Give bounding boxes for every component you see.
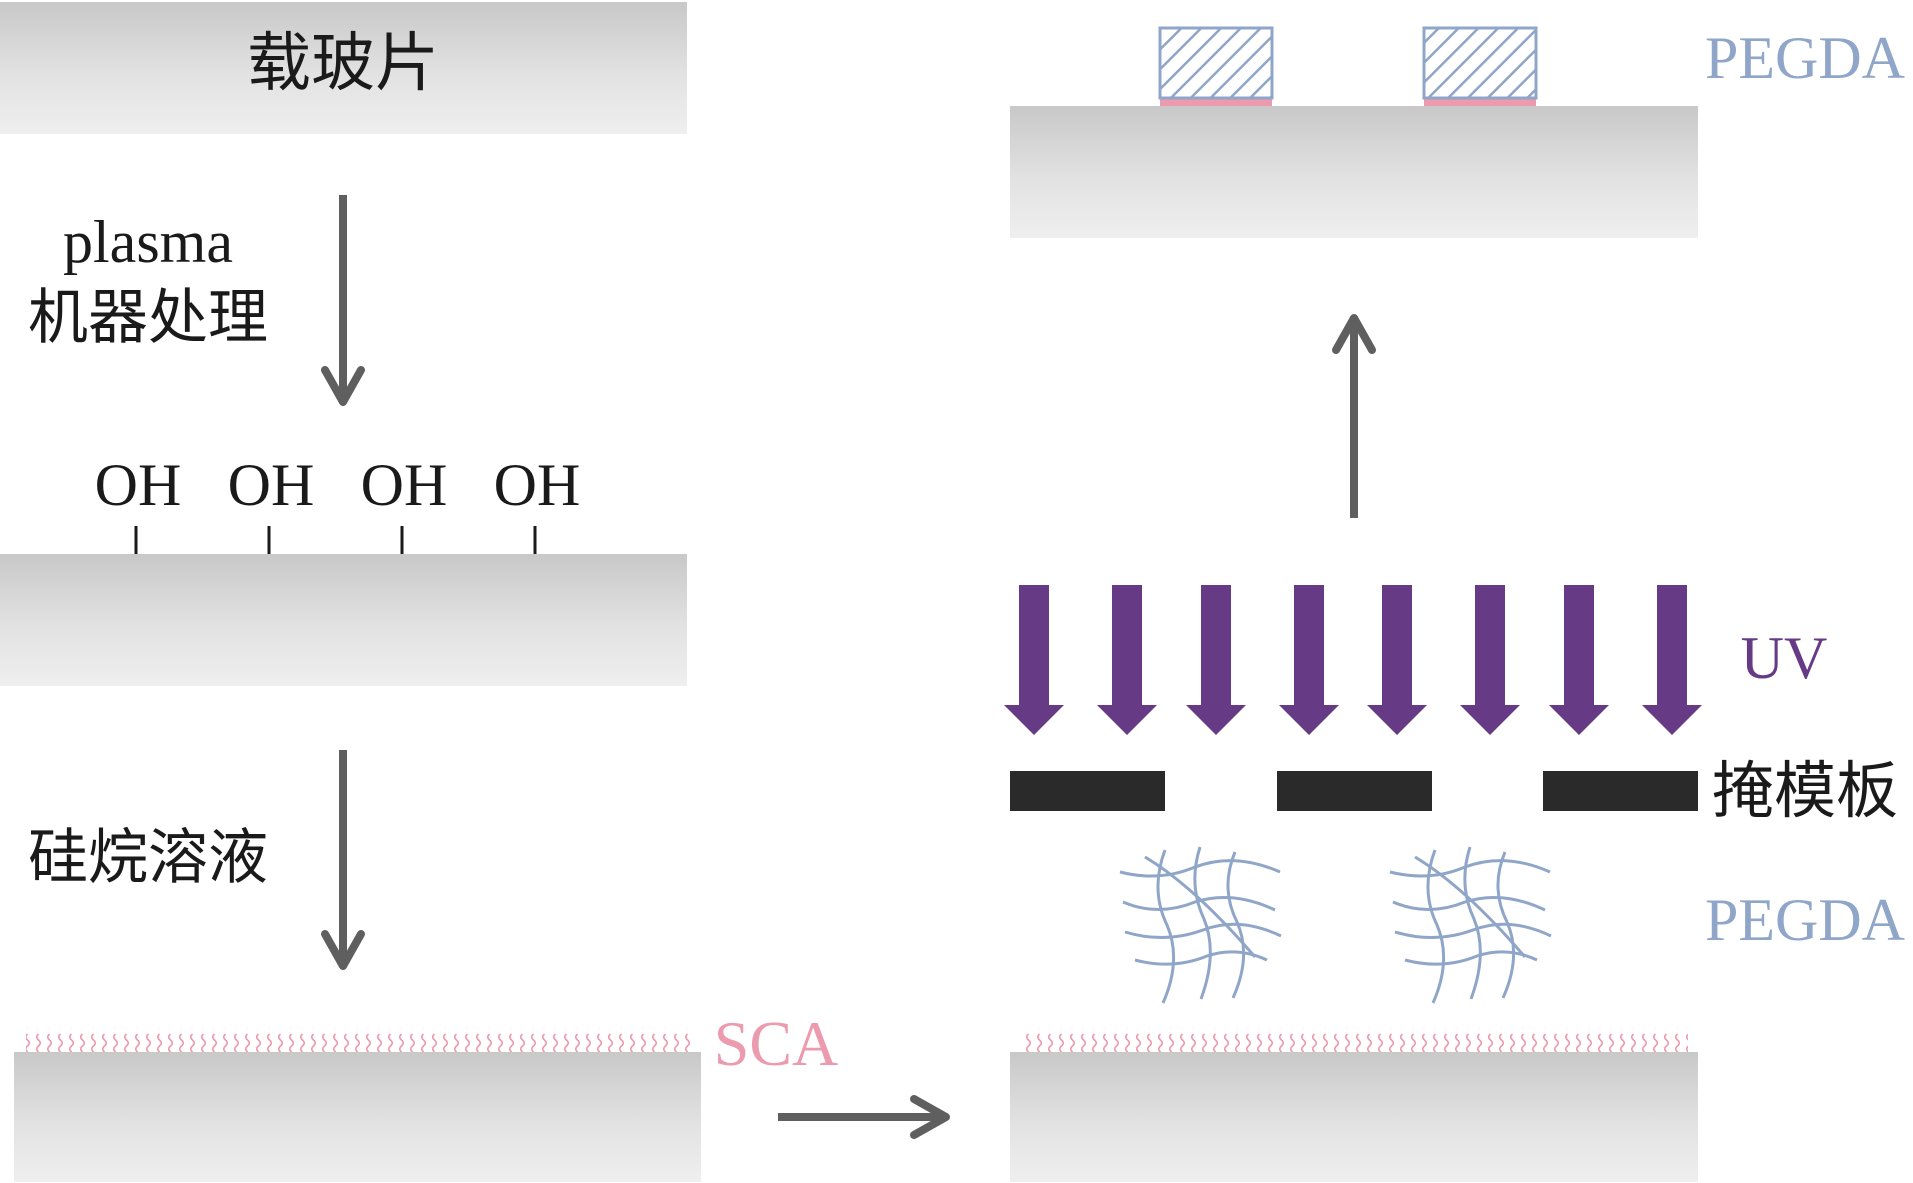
arrow-icon	[1332, 314, 1376, 518]
mask-bar	[1543, 771, 1698, 811]
uv-arrow-icon	[1549, 585, 1609, 735]
arrow-icon	[321, 750, 365, 970]
mask-bar	[1277, 771, 1432, 811]
uv-arrow-icon	[1279, 585, 1339, 735]
glass-slide-coated	[1010, 1052, 1698, 1182]
sca-anchor	[1160, 98, 1272, 106]
sca-anchor	[1424, 98, 1536, 106]
uv-arrow-icon	[1097, 585, 1157, 735]
mask-label: 掩模板	[1712, 754, 1898, 827]
uv-label: UV	[1741, 625, 1828, 691]
oh-label: OH	[361, 452, 448, 518]
oh-label: OH	[95, 452, 182, 518]
slide-label: 载玻片	[247, 27, 439, 101]
hydroxyl-groups: OH OH OH OH	[95, 452, 581, 554]
uv-arrow-icon	[1642, 585, 1702, 735]
sca-layer	[1022, 1028, 1688, 1052]
oh-label: OH	[494, 452, 581, 518]
hatched-pegda-block-icon	[1422, 26, 1538, 100]
photomask	[1010, 771, 1698, 811]
uv-light	[1004, 585, 1702, 735]
glass-slide-silanized	[14, 1052, 701, 1182]
oh-label: OH	[228, 452, 315, 518]
uv-arrow-icon	[1004, 585, 1064, 735]
glass-slide-patterned	[1010, 106, 1698, 238]
uv-arrow-icon	[1460, 585, 1520, 735]
uv-arrow-icon	[1186, 585, 1246, 735]
pegda-network-icon	[1118, 845, 1283, 1005]
arrow-icon	[321, 195, 365, 406]
mask-bar	[1010, 771, 1165, 811]
sca-layer	[26, 1028, 691, 1052]
glass-slide-initial	[0, 2, 687, 134]
glass-slide-activated	[0, 554, 687, 686]
hatched-pegda-block-icon	[1158, 26, 1274, 100]
plasma-label: plasma	[63, 209, 233, 275]
plasma-treatment-label: 机器处理	[28, 283, 268, 353]
silane-solution-label: 硅烷溶液	[28, 823, 268, 893]
uv-arrow-icon	[1367, 585, 1427, 735]
pegda-network-icon	[1388, 845, 1553, 1005]
pegda-bottom-label: PEGDA	[1705, 887, 1905, 953]
pegda-top-label: PEGDA	[1705, 25, 1905, 91]
sca-label: SCA	[714, 1008, 839, 1079]
arrow-icon	[778, 1095, 950, 1139]
